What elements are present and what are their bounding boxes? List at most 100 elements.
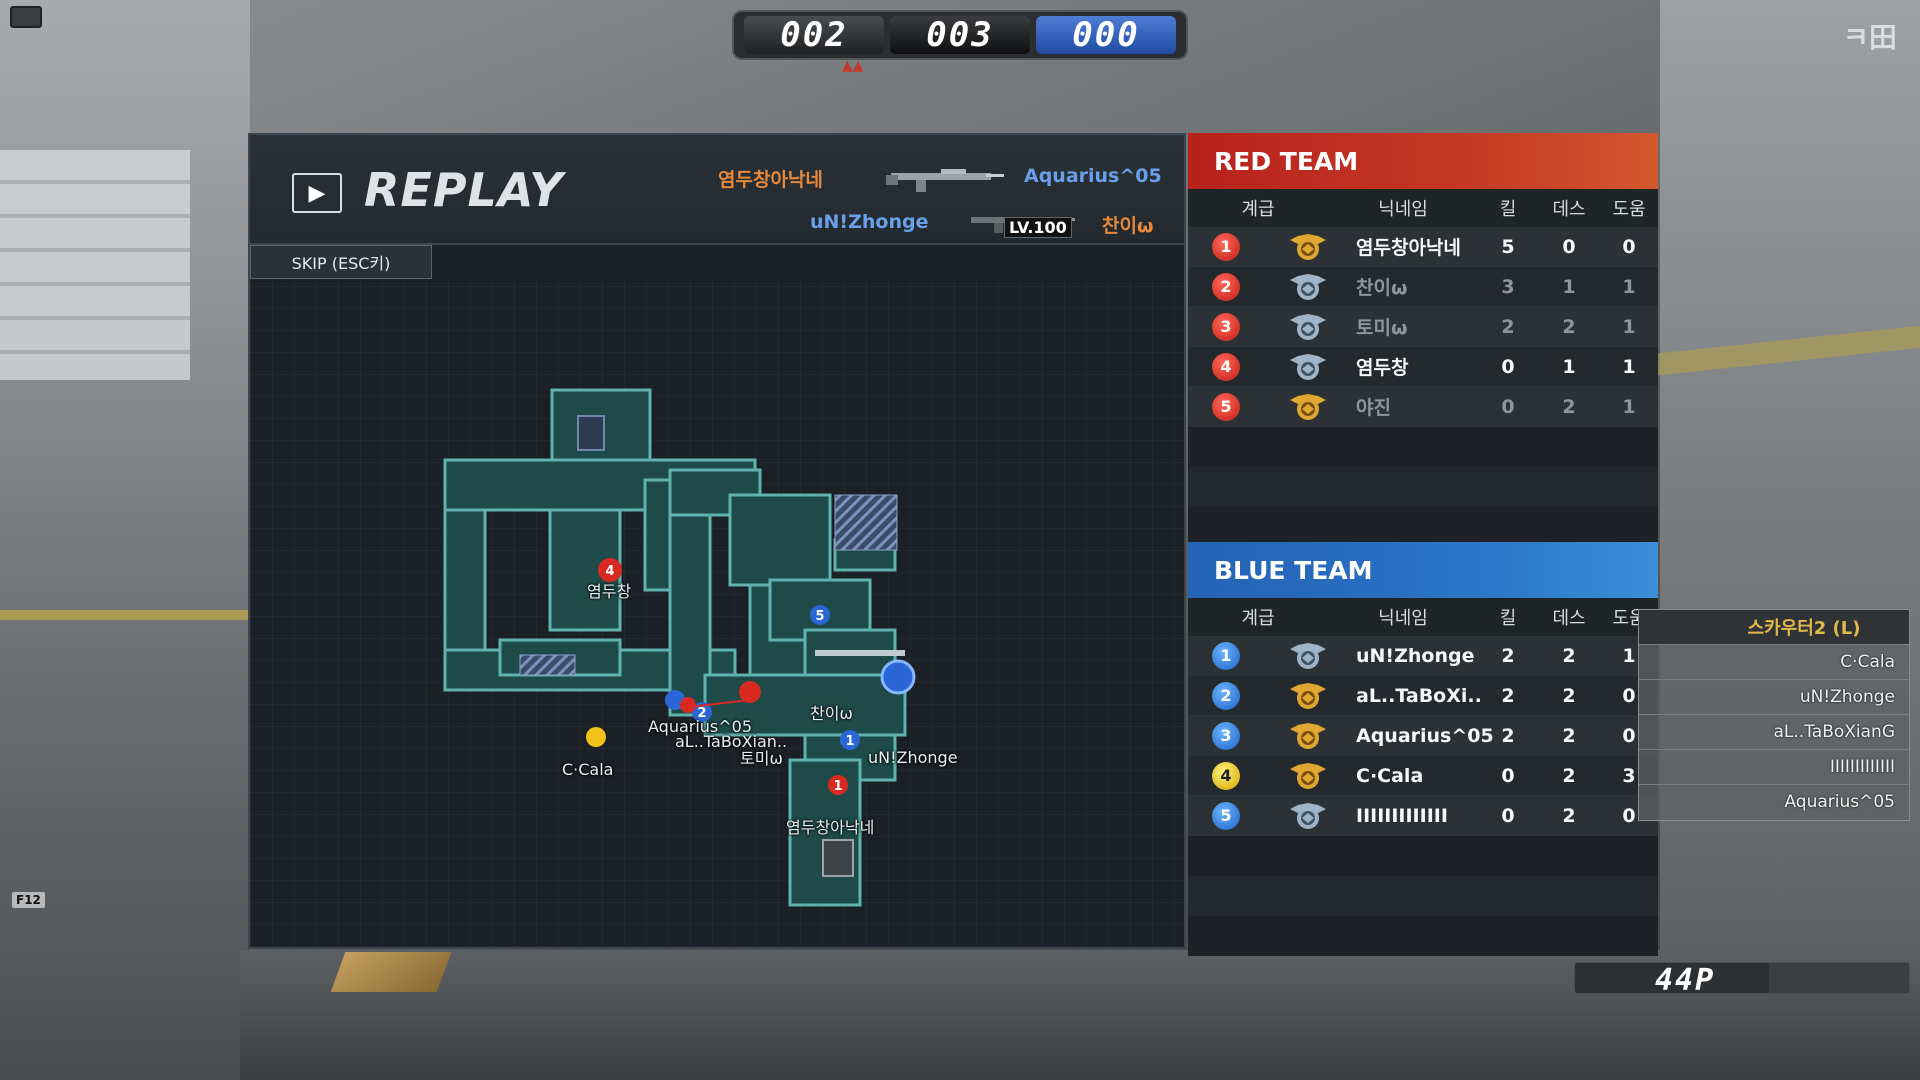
skip-button[interactable]: SKIP (ESC키) bbox=[250, 245, 432, 279]
player-deaths: 1 bbox=[1562, 275, 1576, 298]
blue-score: 000 bbox=[1036, 15, 1176, 55]
player-assists: 0 bbox=[1622, 724, 1636, 747]
column-headers: 계급 닉네임 킬 데스 도움 bbox=[1188, 189, 1658, 227]
player-row[interactable]: 3 Aquarius^05 2 2 0 bbox=[1188, 716, 1658, 756]
rifle-icon bbox=[886, 169, 1004, 192]
player-kills: 2 bbox=[1501, 315, 1515, 338]
spectator-item[interactable]: IIIIIIIIIIIII bbox=[1639, 749, 1909, 784]
player-deaths: 2 bbox=[1562, 724, 1576, 747]
rank-emblem-icon bbox=[1288, 801, 1328, 831]
col-assists: 도움 bbox=[1612, 608, 1646, 629]
spectator-item[interactable]: aL..TaBoXianG bbox=[1639, 714, 1909, 749]
rank-number: 5 bbox=[1212, 801, 1240, 830]
player-assists: 3 bbox=[1622, 764, 1636, 787]
player-kills: 2 bbox=[1501, 724, 1515, 747]
replay-panel: ▶ REPLAY 염두창아낙네 Aquarius^05 uN!Zhonge LV… bbox=[248, 133, 1186, 949]
rank-emblem-icon bbox=[1288, 721, 1328, 751]
col-deaths: 데스 bbox=[1552, 199, 1586, 220]
rank-emblem-icon bbox=[1288, 352, 1328, 382]
map-player-label: 염두창아낙네 bbox=[786, 818, 875, 837]
map-marker-number: 4 bbox=[605, 564, 614, 579]
spectator-title: 스카우터2 (L) bbox=[1639, 610, 1909, 644]
menu-icon[interactable] bbox=[10, 6, 42, 28]
player-deaths: 2 bbox=[1562, 684, 1576, 707]
empty-row bbox=[1188, 916, 1658, 956]
f12-key-hint: F12 bbox=[12, 892, 45, 908]
killfeed-killer: uN!Zhonge bbox=[810, 211, 929, 233]
rank-number: 1 bbox=[1212, 232, 1240, 261]
player-deaths: 0 bbox=[1562, 235, 1576, 258]
map-player-label: 토미ω bbox=[740, 749, 783, 768]
player-assists: 0 bbox=[1622, 804, 1636, 827]
player-assists: 1 bbox=[1622, 644, 1636, 667]
rank-emblem-icon bbox=[1288, 272, 1328, 302]
player-name: 야진 bbox=[1356, 397, 1391, 419]
player-row[interactable]: 4 염두창 0 1 1 bbox=[1188, 347, 1658, 387]
player-deaths: 2 bbox=[1562, 395, 1576, 418]
killfeed-victim: Aquarius^05 bbox=[1024, 165, 1162, 187]
empty-row bbox=[1188, 836, 1658, 876]
empty-row bbox=[1188, 507, 1658, 547]
replay-title: REPLAY bbox=[364, 163, 564, 217]
player-name: 토미ω bbox=[1356, 317, 1408, 339]
player-name: 염두창 bbox=[1356, 357, 1409, 379]
background-window bbox=[0, 150, 190, 380]
player-name: Aquarius^05 bbox=[1356, 724, 1494, 747]
col-assists: 도움 bbox=[1612, 199, 1646, 220]
play-button[interactable]: ▶ bbox=[292, 173, 342, 213]
killfeed-victim: 찬이ω bbox=[1102, 215, 1154, 237]
rank-emblem-icon bbox=[1288, 312, 1328, 342]
col-deaths: 데스 bbox=[1552, 608, 1586, 629]
player-deaths: 1 bbox=[1562, 355, 1576, 378]
map-player-label: uN!Zhonge bbox=[868, 748, 958, 767]
rank-emblem-icon bbox=[1288, 392, 1328, 422]
player-assists: 0 bbox=[1622, 235, 1636, 258]
rank-emblem-icon bbox=[1288, 641, 1328, 671]
points-value: 44P bbox=[1655, 963, 1716, 998]
col-rank: 계급 bbox=[1241, 199, 1275, 220]
player-kills: 0 bbox=[1501, 764, 1515, 787]
rank-emblem-icon bbox=[1288, 681, 1328, 711]
player-assists: 1 bbox=[1622, 355, 1636, 378]
map-player-label: 찬이ω bbox=[810, 704, 853, 723]
player-name: C·Cala bbox=[1356, 764, 1424, 787]
red-team-title: RED TEAM bbox=[1188, 133, 1658, 189]
replay-header: ▶ REPLAY 염두창아낙네 Aquarius^05 uN!Zhonge LV… bbox=[250, 135, 1184, 245]
column-headers: 계급 닉네임 킬 데스 도움 bbox=[1188, 598, 1658, 636]
player-deaths: 2 bbox=[1562, 315, 1576, 338]
empty-row bbox=[1188, 876, 1658, 916]
player-assists: 1 bbox=[1622, 395, 1636, 418]
level-badge: LV.100 bbox=[1004, 217, 1072, 238]
col-rank: 계급 bbox=[1241, 608, 1275, 629]
spectator-panel: 스카우터2 (L) C·Cala uN!Zhonge aL..TaBoXianG… bbox=[1638, 609, 1910, 821]
rank-number: 2 bbox=[1212, 681, 1240, 710]
map-marker-number: 2 bbox=[697, 706, 706, 721]
player-assists: 1 bbox=[1622, 275, 1636, 298]
spectator-item[interactable]: uN!Zhonge bbox=[1639, 679, 1909, 714]
player-deaths: 2 bbox=[1562, 644, 1576, 667]
player-kills: 0 bbox=[1501, 355, 1515, 378]
game-logo: ㅋ田 bbox=[1843, 21, 1897, 54]
player-name: uN!Zhonge bbox=[1356, 644, 1475, 667]
spectator-item[interactable]: C·Cala bbox=[1639, 644, 1909, 679]
spectator-item[interactable]: Aquarius^05 bbox=[1639, 784, 1909, 819]
player-name: IIIIIIIIIIIII bbox=[1356, 804, 1448, 827]
round-counter: 003 bbox=[890, 15, 1030, 55]
rank-number: 1 bbox=[1212, 641, 1240, 670]
blue-team-title: BLUE TEAM bbox=[1188, 542, 1658, 598]
player-assists: 1 bbox=[1622, 315, 1636, 338]
rank-number: 4 bbox=[1212, 352, 1240, 381]
rank-emblem-icon bbox=[1288, 232, 1328, 262]
rank-number: 3 bbox=[1212, 721, 1240, 750]
play-icon: ▶ bbox=[308, 180, 326, 206]
